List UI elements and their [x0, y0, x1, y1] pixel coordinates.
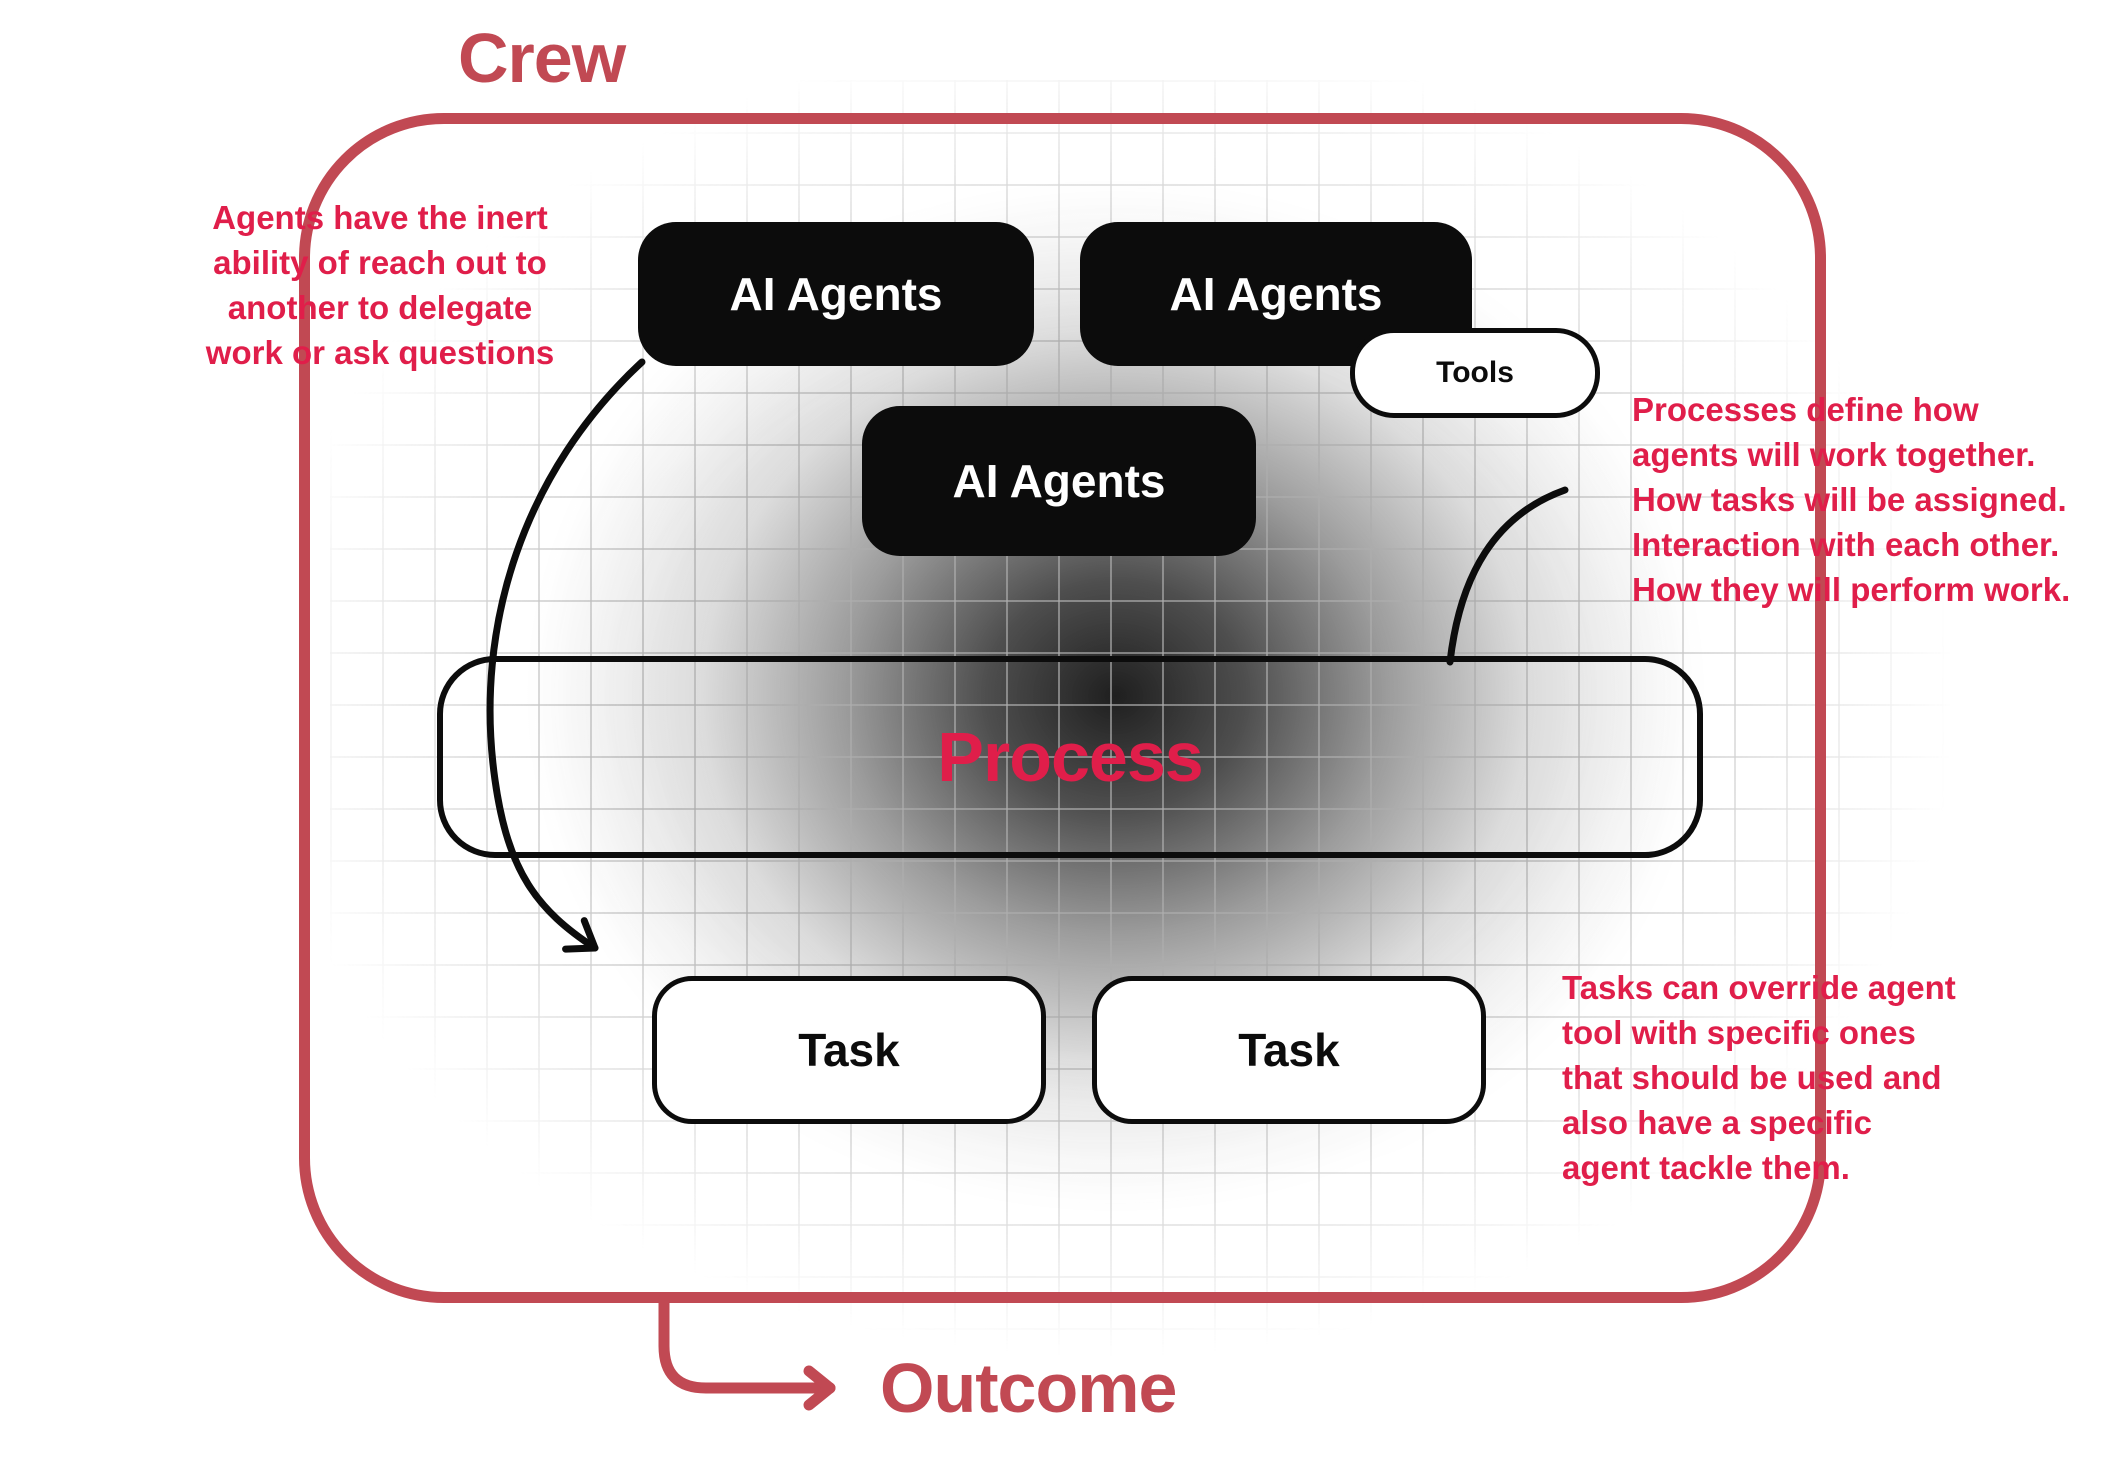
outcome-label: Outcome [880, 1349, 1177, 1427]
annotation-delegation: Agents have the inert ability of reach o… [205, 199, 555, 371]
process-label: Process [937, 718, 1203, 796]
annotation-process: Processes define how agents will work to… [1632, 391, 2071, 608]
annotation-tasks: Tasks can override agent tool with speci… [1562, 969, 1956, 1186]
crew-boundary [299, 113, 1826, 1303]
process-node: Process [437, 656, 1703, 858]
tools-node: Tools [1350, 328, 1600, 418]
ai-agents-node-3: AI Agents [862, 406, 1256, 556]
task-node-2: Task [1092, 976, 1486, 1124]
ai-agents-node-1: AI Agents [638, 222, 1034, 366]
task-node-1: Task [652, 976, 1046, 1124]
ai-agents-node-2: AI Agents [1080, 222, 1472, 366]
crew-label: Crew [458, 19, 626, 97]
